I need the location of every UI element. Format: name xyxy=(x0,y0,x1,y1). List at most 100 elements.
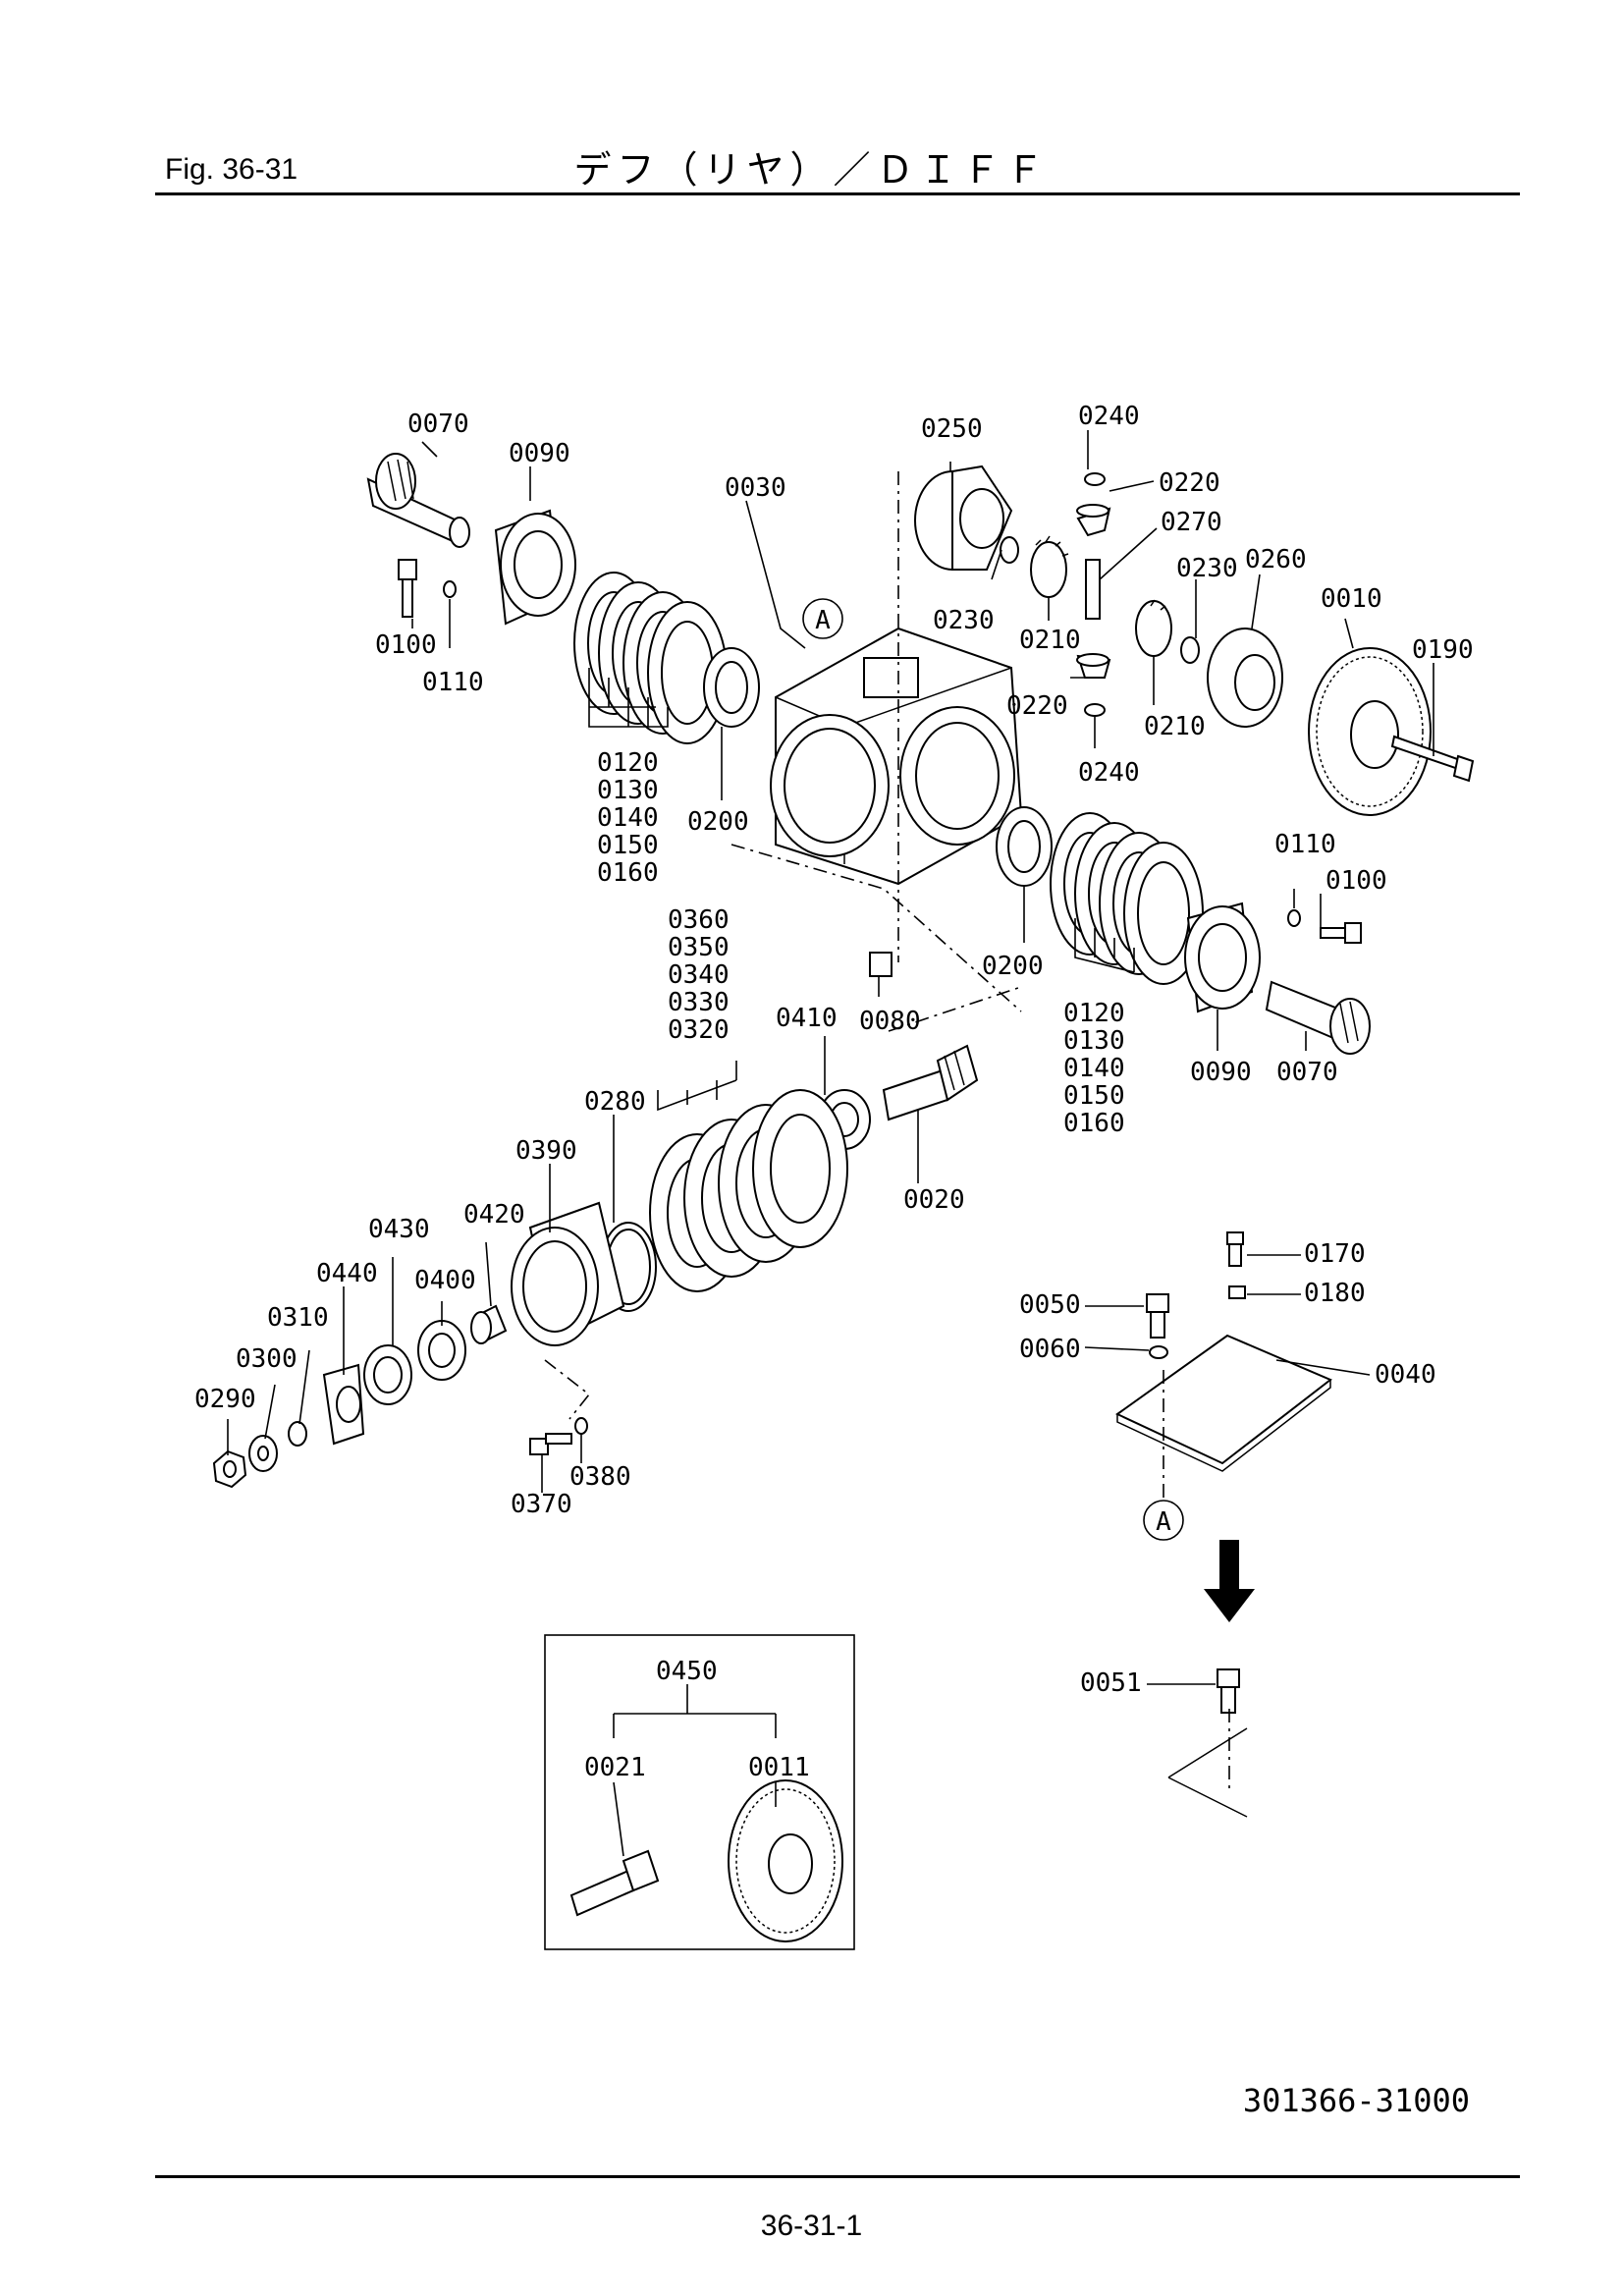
part-bearing-0400 xyxy=(417,1320,466,1381)
label-0160-right: 0160 xyxy=(1063,1109,1125,1138)
label-0070-left: 0070 xyxy=(407,410,469,439)
label-0230-right: 0230 xyxy=(1176,554,1238,583)
footer-rule xyxy=(155,2175,1520,2178)
part-flange-left xyxy=(494,509,576,626)
label-0220-top: 0220 xyxy=(1159,468,1220,498)
label-0380: 0380 xyxy=(569,1462,631,1492)
reference-circle-a-2 xyxy=(1143,1500,1184,1541)
label-0140-right: 0140 xyxy=(1063,1054,1125,1083)
drawing-code: 301366-31000 xyxy=(1242,2082,1470,2119)
label-0100-right: 0100 xyxy=(1325,866,1387,896)
part-washer-0380 xyxy=(574,1417,588,1435)
label-0370: 0370 xyxy=(511,1490,572,1519)
part-side-gear-0210-left xyxy=(1030,535,1069,598)
part-plug-0180 xyxy=(1228,1285,1246,1299)
label-0050: 0050 xyxy=(1019,1290,1081,1320)
label-0090-left: 0090 xyxy=(509,439,570,468)
detail-plate-corner xyxy=(1167,1727,1248,1818)
part-bolt-0050 xyxy=(1146,1293,1169,1339)
label-0350: 0350 xyxy=(668,933,730,962)
part-washer-0300 xyxy=(248,1435,278,1472)
label-0320: 0320 xyxy=(668,1015,730,1045)
part-bolt-0100-right xyxy=(1320,922,1362,944)
part-pinion-shaft-0020 xyxy=(882,1044,979,1121)
header-rule xyxy=(155,192,1520,195)
part-plate-stack-right xyxy=(1050,812,1204,985)
label-0021: 0021 xyxy=(584,1753,646,1782)
part-axle-shaft-right xyxy=(1265,980,1371,1055)
direction-arrow xyxy=(1204,1540,1255,1622)
label-0200-right: 0200 xyxy=(982,952,1044,981)
part-plug-0051 xyxy=(1217,1668,1240,1714)
part-plug-0170 xyxy=(1226,1231,1244,1267)
label-0110-left: 0110 xyxy=(422,668,484,697)
part-bolt-0100-left xyxy=(398,559,417,618)
part-ring-gear-0010 xyxy=(1308,647,1432,816)
label-0310: 0310 xyxy=(267,1303,329,1333)
figure-number: Fig. 36-31 xyxy=(165,153,298,186)
label-0450: 0450 xyxy=(656,1657,718,1686)
part-circlip-0310 xyxy=(288,1421,307,1447)
part-pinion-gear-0220-bottom xyxy=(1076,653,1111,679)
label-0340: 0340 xyxy=(668,960,730,990)
label-stack-shims: 0360 0350 0340 0330 0320 xyxy=(668,905,730,1045)
label-stack-left: 0120 0130 0140 0150 0160 xyxy=(597,748,659,888)
part-ring-gear-0011 xyxy=(728,1779,843,1942)
label-0100-left: 0100 xyxy=(375,630,437,660)
part-thrust-washer-0230-left xyxy=(1000,536,1019,564)
label-0250: 0250 xyxy=(921,414,983,444)
label-0130-left: 0130 xyxy=(597,776,659,805)
label-0040: 0040 xyxy=(1375,1360,1436,1390)
label-0011: 0011 xyxy=(748,1753,810,1782)
label-0200-left: 0200 xyxy=(687,807,749,837)
reference-a-2: A xyxy=(1156,1507,1171,1537)
label-0130-right: 0130 xyxy=(1063,1026,1125,1056)
label-0420: 0420 xyxy=(463,1200,525,1230)
label-0430: 0430 xyxy=(368,1215,430,1244)
label-0020: 0020 xyxy=(903,1185,965,1215)
label-stack-right: 0120 0130 0140 0150 0160 xyxy=(1063,999,1125,1138)
part-thrust-washer-0230-right xyxy=(1180,636,1200,664)
part-washer-0240-bottom xyxy=(1084,703,1106,717)
label-0300: 0300 xyxy=(236,1344,298,1374)
label-0080: 0080 xyxy=(859,1007,921,1036)
part-side-gear-0210-right xyxy=(1135,599,1172,657)
part-diff-case-0260 xyxy=(1207,628,1283,728)
part-washer-0110-left xyxy=(443,580,457,598)
label-0170: 0170 xyxy=(1304,1239,1366,1269)
part-nut-0290 xyxy=(212,1449,247,1489)
label-0290: 0290 xyxy=(194,1385,256,1414)
label-0260: 0260 xyxy=(1245,545,1307,574)
label-0150-left: 0150 xyxy=(597,831,659,860)
label-0210-left: 0210 xyxy=(1019,626,1081,655)
page-title: デフ（リヤ）／ＤＩＦＦ xyxy=(573,148,1050,191)
reference-a-1: A xyxy=(815,606,831,635)
label-0150-right: 0150 xyxy=(1063,1081,1125,1111)
label-0120-right: 0120 xyxy=(1063,999,1125,1028)
part-washer-0110-right xyxy=(1287,909,1301,927)
part-housing-0030 xyxy=(770,627,1023,886)
label-0190: 0190 xyxy=(1412,635,1474,665)
kit-box-0450 xyxy=(544,1634,855,1950)
label-0010: 0010 xyxy=(1321,584,1382,614)
part-bolt-0370 xyxy=(529,1433,572,1455)
label-0060: 0060 xyxy=(1019,1335,1081,1364)
part-pinion-0021 xyxy=(569,1849,660,1917)
part-collar-0420 xyxy=(470,1304,508,1344)
part-bolt-0190 xyxy=(1390,735,1475,783)
part-plug-0080 xyxy=(869,952,893,977)
label-0140-left: 0140 xyxy=(597,803,659,833)
label-0280: 0280 xyxy=(584,1087,646,1117)
label-0440: 0440 xyxy=(316,1259,378,1288)
label-0230-left: 0230 xyxy=(933,606,995,635)
label-0180: 0180 xyxy=(1304,1279,1366,1308)
part-axle-shaft-left xyxy=(366,453,470,548)
part-washer-0060 xyxy=(1149,1345,1168,1359)
part-shim-stack-0320-0360 xyxy=(649,1089,848,1292)
label-0090-right: 0090 xyxy=(1190,1058,1252,1087)
label-0051: 0051 xyxy=(1080,1668,1142,1698)
label-0360: 0360 xyxy=(668,905,730,935)
label-0390: 0390 xyxy=(515,1136,577,1166)
label-0110-right: 0110 xyxy=(1274,830,1336,859)
part-bearing-0200-right xyxy=(996,806,1053,887)
